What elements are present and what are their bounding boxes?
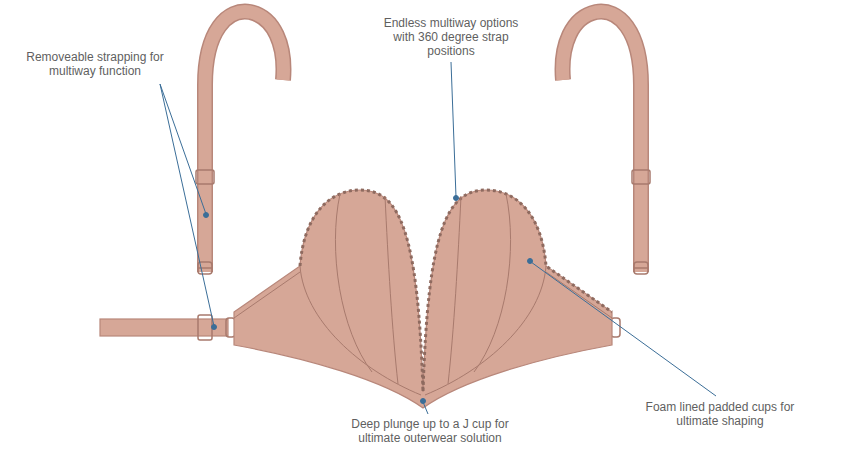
cup-seam <box>448 196 461 384</box>
scalloped-trim <box>300 190 612 392</box>
callout-label: Foam lined padded cups for ultimate shap… <box>640 400 800 428</box>
shoulder-strap <box>563 12 641 272</box>
strap-hook <box>634 262 648 274</box>
strap-slider <box>198 315 212 340</box>
cup-seam <box>385 196 398 384</box>
strap-hook <box>634 267 648 269</box>
leader-line <box>160 84 214 326</box>
bra-body <box>234 190 612 408</box>
cup-seam <box>474 194 511 372</box>
strap-slider <box>196 170 214 184</box>
leader-line <box>531 262 716 396</box>
strap-outline <box>205 12 283 272</box>
shoulder-strap <box>205 12 283 272</box>
leader-dot <box>454 196 459 201</box>
leader-dot <box>204 213 209 218</box>
cup-seam <box>300 266 421 395</box>
strap-outline <box>563 12 641 272</box>
cup-seam <box>425 266 546 395</box>
callout-label: Endless multiway options with 360 degree… <box>372 16 530 58</box>
callout-label: Deep plunge up to a J cup for ultimate o… <box>335 417 525 445</box>
strap-hook <box>198 267 212 269</box>
leader-line <box>451 62 456 197</box>
wing-seam <box>234 272 300 318</box>
leader-line <box>160 84 206 214</box>
leader-dot <box>528 259 533 264</box>
callout-label: Removeable strapping for multiway functi… <box>5 50 185 78</box>
removable-strap <box>100 319 228 336</box>
wing-seam <box>546 272 612 318</box>
leader-dot <box>421 399 426 404</box>
cup-seam <box>335 194 372 372</box>
strap-slider <box>632 170 650 184</box>
leader-dot <box>212 325 217 330</box>
